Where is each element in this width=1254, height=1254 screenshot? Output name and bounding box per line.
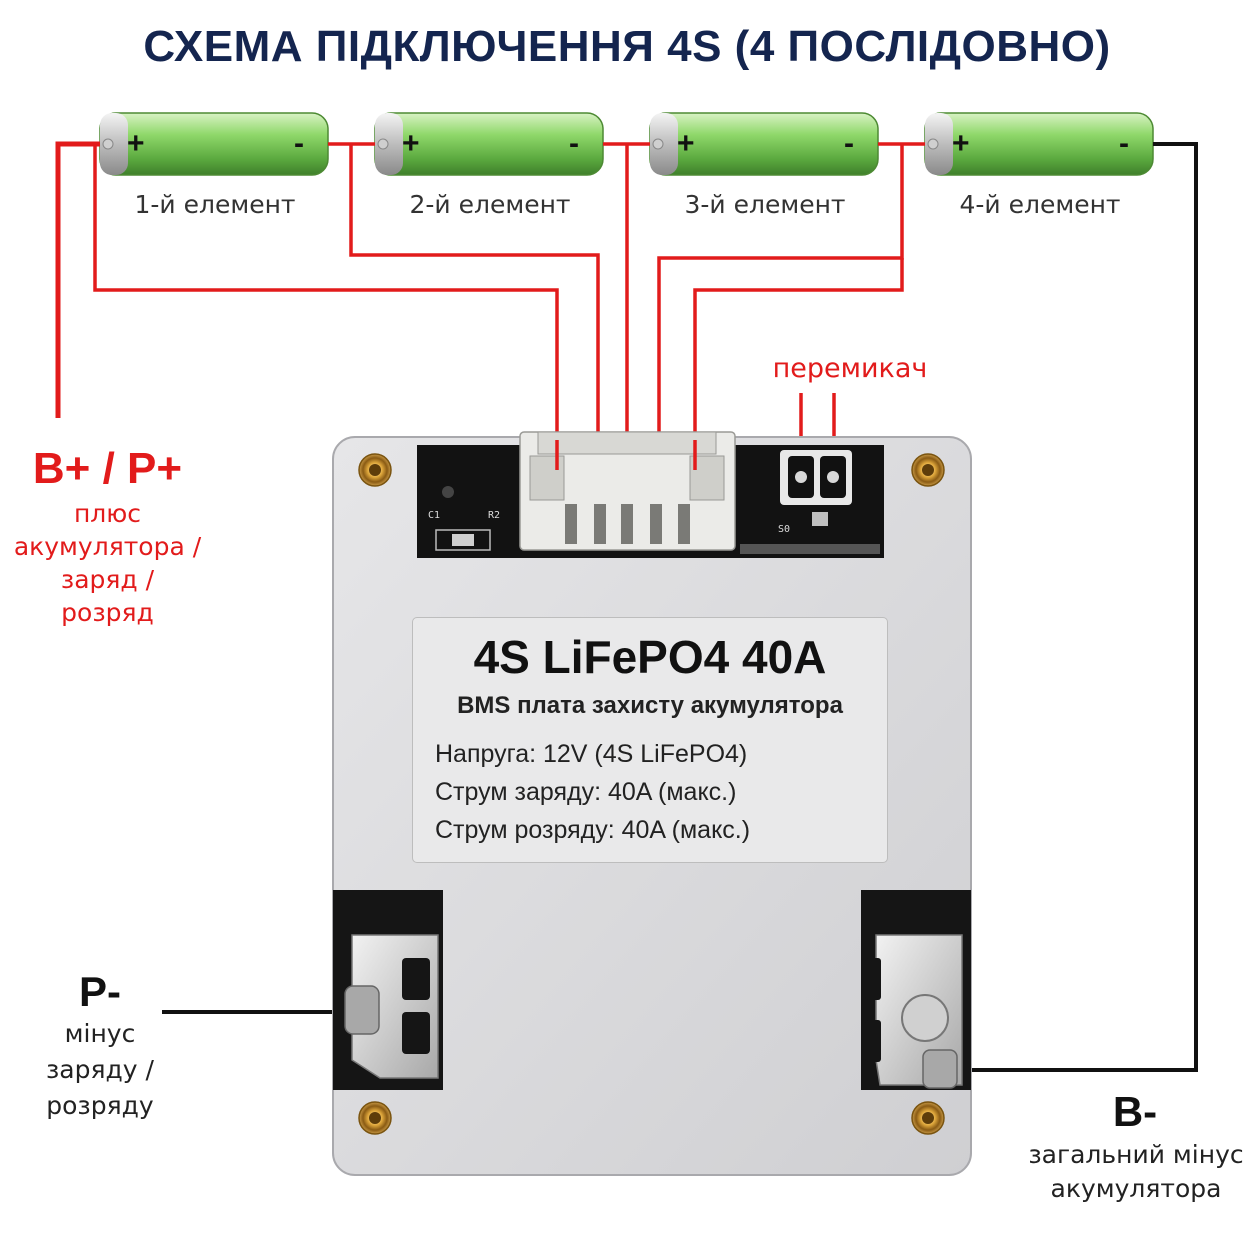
spec-voltage: Напруга: 12V (4S LiFePO4) [435, 740, 748, 768]
battery-cell-2 [374, 112, 604, 176]
diagram-title: СХЕМА ПІДКЛЮЧЕННЯ 4S (4 ПОСЛІДОВНО) [143, 22, 1111, 71]
silk-s0: S0 [778, 524, 790, 535]
switch-label: перемикач [772, 353, 928, 384]
bms-model: 4S LiFePO4 40A [473, 631, 827, 683]
b-plus-desc-line-1: плюс [73, 499, 142, 528]
bms-info-label: 4S LiFePO4 40A BMS плата захисту акумуля… [412, 617, 888, 863]
b-plus-desc-line-4: розряд [61, 598, 154, 627]
cell-2-plus: + [402, 127, 420, 160]
bms-subtitle: BMS плата захисту акумулятора [457, 692, 843, 719]
cell-1-minus: - [294, 127, 304, 160]
b-plus-title: B+ / P+ [32, 444, 183, 493]
spec-charge-current: Струм заряду: 40A (макс.) [435, 778, 737, 806]
b-minus-description: загальний мінус акумулятора [1018, 1138, 1254, 1206]
p-minus-description: мінус заряду / розряду [20, 1016, 180, 1124]
cell-1-plus: + [127, 127, 145, 160]
cell-4-minus: - [1119, 127, 1129, 160]
p-minus-desc-line-1: мінус [64, 1019, 136, 1048]
b-minus-title: B- [1112, 1088, 1158, 1135]
silk-c1: C1 [428, 510, 440, 521]
p-minus-title: P- [79, 968, 121, 1015]
cell-3-plus: + [677, 127, 695, 160]
b-plus-desc-line-2: акумулятора / [13, 532, 202, 561]
cell-4-plus: + [952, 127, 970, 160]
b-plus-description: плюс акумулятора / заряд / розряд [0, 497, 215, 629]
cell-1-label: 1-й елемент [134, 190, 296, 219]
battery-cell-1 [99, 112, 329, 176]
battery-cell-4 [924, 112, 1154, 176]
black-wires [162, 142, 1198, 1072]
red-wires [55, 141, 925, 470]
cell-4-label: 4-й елемент [959, 190, 1121, 219]
b-minus-desc-line-2: акумулятора [1050, 1174, 1222, 1203]
cell-2-label: 2-й елемент [409, 190, 571, 219]
p-minus-desc-line-3: розряду [46, 1091, 154, 1120]
b-plus-desc-line-3: заряд / [60, 565, 155, 594]
cell-3-label: 3-й елемент [684, 190, 846, 219]
p-minus-desc-line-2: заряду / [46, 1055, 154, 1084]
cell-2-minus: - [569, 127, 579, 160]
b-minus-desc-line-1: загальний мінус [1028, 1140, 1244, 1169]
cell-3-minus: - [844, 127, 854, 160]
spec-discharge-current: Струм розряду: 40A (макс.) [435, 816, 751, 844]
silk-r2: R2 [488, 510, 500, 521]
